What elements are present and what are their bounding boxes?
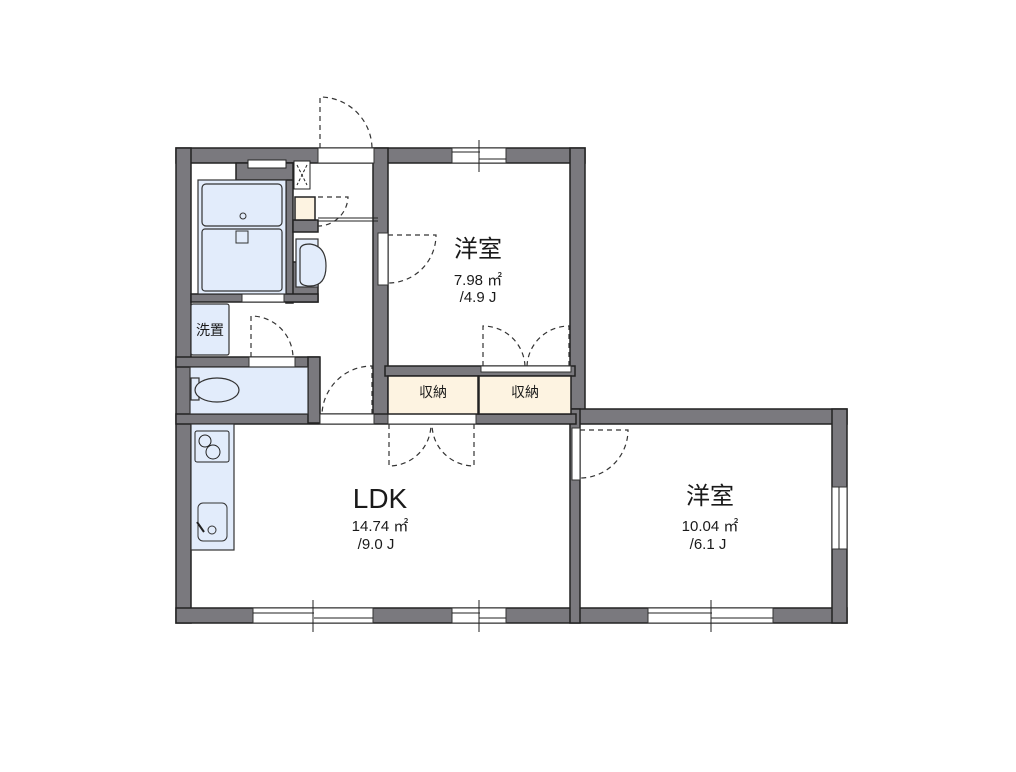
room-area: 14.74 ㎡ xyxy=(351,518,409,535)
room-area: 7.98 ㎡ xyxy=(453,272,503,289)
washer-label: 洗置 xyxy=(196,323,224,339)
openings xyxy=(241,140,848,632)
room-jo: /6.1 J xyxy=(689,536,727,553)
door-swings xyxy=(250,96,629,479)
room-name: 洋室 xyxy=(686,482,734,510)
storage-2-label: 収納 xyxy=(511,385,539,401)
ventilation-icon xyxy=(247,159,311,190)
fixtures xyxy=(189,159,572,551)
bathtub-icon xyxy=(197,179,287,295)
kitchen-counter xyxy=(190,423,235,551)
room-name: LDK xyxy=(352,483,408,514)
washbasin-icon xyxy=(295,238,327,288)
room-area: 10.04 ㎡ xyxy=(681,518,739,535)
toilet-icon xyxy=(189,366,309,415)
storage-1-label: 収納 xyxy=(419,385,447,401)
room-name: 洋室 xyxy=(454,235,502,263)
room-jo: /4.9 J xyxy=(459,289,497,306)
storage-1 xyxy=(387,375,479,415)
washer-space xyxy=(190,303,230,356)
room-jo: /9.0 J xyxy=(357,536,395,553)
shoe-cabinet xyxy=(294,196,316,221)
storage-2 xyxy=(478,375,572,415)
